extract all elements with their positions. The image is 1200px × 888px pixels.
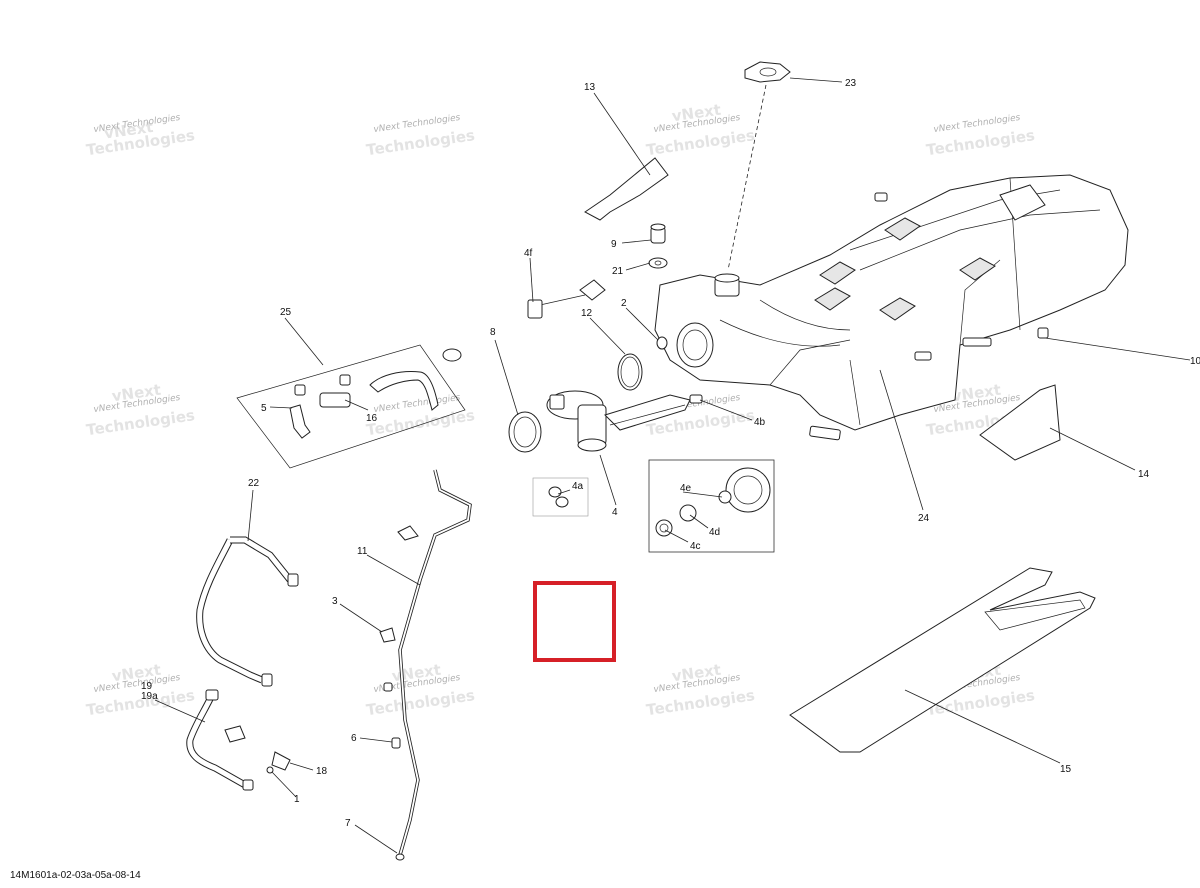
callout-7: 7 — [345, 818, 351, 829]
leader-lines — [154, 77, 1191, 854]
callout-14: 14 — [1138, 469, 1150, 480]
callout-19a: 19a — [141, 691, 158, 702]
callout-16: 16 — [366, 413, 378, 424]
watermark: vNext vNext Technologies Technologies — [365, 661, 476, 720]
inset-4a — [532, 477, 589, 517]
callout-8: 8 — [490, 327, 496, 338]
gasket-12 — [617, 353, 643, 391]
callout-4e: 4e — [680, 483, 692, 494]
callout-18: 18 — [316, 766, 328, 777]
callout-12: 12 — [581, 308, 593, 319]
watermark: vNext vNext Technologies Technologies — [645, 661, 756, 720]
washer-21 — [648, 257, 668, 269]
callout-21: 21 — [612, 266, 624, 277]
callout-labels: 23 13 9 21 4f 2 12 8 25 5 16 4b 4a 4 4e … — [141, 78, 1200, 829]
callout-22: 22 — [248, 478, 260, 489]
watermark: vNext vNext Technologies Technologies — [85, 113, 196, 159]
valve-9 — [650, 223, 666, 244]
watermark: vNext Technologies Technologies — [365, 393, 476, 439]
callout-4b: 4b — [754, 417, 766, 428]
filler-cap — [727, 61, 791, 271]
callout-9: 9 — [611, 239, 617, 250]
watermark: vNext vNext Technologies Technologies — [85, 381, 196, 440]
callout-13: 13 — [584, 82, 596, 93]
pad-15 — [789, 567, 1096, 753]
callout-15: 15 — [1060, 764, 1072, 775]
clip-2 — [656, 336, 668, 350]
lock-ring-8 — [508, 411, 542, 453]
callout-23: 23 — [845, 78, 857, 89]
fuel-tank — [654, 174, 1129, 441]
heat-shield-13 — [584, 157, 669, 221]
highlight-box — [533, 581, 616, 662]
callout-4f: 4f — [524, 248, 533, 259]
callout-1: 1 — [294, 794, 300, 805]
watermark: vNext vNext Technologies Technologies — [85, 661, 196, 720]
bracket-18 — [224, 725, 291, 774]
sensor-4f — [527, 279, 606, 319]
callout-11: 11 — [357, 546, 368, 557]
fuel-pump-module-4 — [546, 390, 691, 452]
callout-6: 6 — [351, 733, 357, 744]
callout-4c: 4c — [690, 541, 701, 552]
hose-kit-25 — [236, 344, 466, 469]
callout-25: 25 — [280, 307, 292, 318]
hose-22 — [196, 536, 299, 687]
callout-24: 24 — [918, 513, 930, 524]
inset-pump-detail — [648, 459, 775, 553]
watermark: vNext vNext Technologies Technologies — [645, 101, 756, 160]
fitting-4b — [689, 394, 703, 404]
callout-4d: 4d — [709, 527, 720, 538]
callout-4a: 4a — [572, 481, 584, 492]
watermark: vNext Technologies Technologies — [365, 113, 476, 159]
heat-shield-14 — [979, 384, 1061, 461]
callout-4: 4 — [612, 507, 618, 518]
callout-3: 3 — [332, 596, 338, 607]
fuel-line-11 — [379, 469, 472, 861]
callout-19: 19 — [141, 681, 153, 692]
hose-19 — [186, 689, 254, 791]
callout-5: 5 — [261, 403, 267, 414]
callout-2: 2 — [621, 298, 627, 309]
watermark: vNext Technologies Technologies — [925, 113, 1036, 159]
callout-10: 10 — [1190, 356, 1200, 367]
reference-code: 14M1601a-02-03a-05a-08-14 — [10, 870, 141, 881]
